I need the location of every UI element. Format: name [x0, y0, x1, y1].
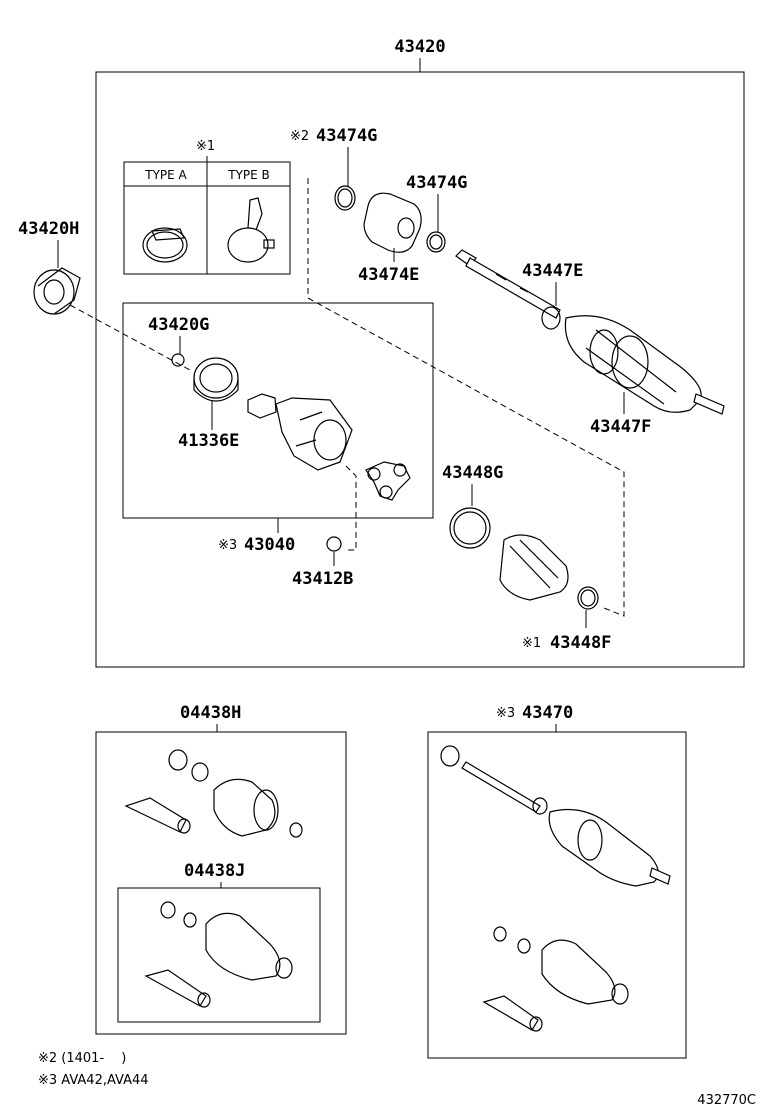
label-04438J[interactable]: 04438J — [184, 861, 245, 881]
label-43474E[interactable]: 43474E — [358, 265, 419, 285]
label-43420[interactable]: 43420 — [394, 37, 445, 57]
snap-ring-43412B — [326, 536, 342, 552]
damper-43474E — [363, 192, 422, 253]
label-43420G[interactable]: 43420G — [148, 315, 209, 335]
snap-ring-43420G — [171, 353, 185, 367]
boot-kit-04438H-group: 04438H 04438J — [95, 703, 347, 1035]
label-43448G[interactable]: 43448G — [442, 463, 503, 483]
label-43448F[interactable]: 43448F — [550, 633, 611, 653]
type-selection-box: ※1 TYPE A TYPE B — [123, 139, 291, 275]
drive-shaft — [455, 249, 725, 415]
clamp-43448G — [449, 507, 491, 549]
label-41336E[interactable]: 41336E — [178, 431, 239, 451]
diagram-code: 432770C — [697, 1093, 756, 1108]
label-43040-prefix: ※3 — [218, 538, 237, 553]
outboard-joint-housing — [247, 393, 353, 471]
label-43474G-top-prefix: ※2 — [290, 129, 309, 144]
tripod-joint — [365, 461, 411, 501]
clamp-43474G — [426, 231, 446, 253]
footnote-2: ※2 (1401- ) — [38, 1051, 126, 1066]
clamp-type-a-icon — [142, 227, 188, 263]
boot-clamp-41336E — [193, 357, 239, 402]
label-43412B[interactable]: 43412B — [292, 569, 353, 589]
label-43447E[interactable]: 43447E — [522, 261, 583, 281]
label-43448F-prefix: ※1 — [522, 636, 541, 651]
label-04438H[interactable]: 04438H — [180, 703, 241, 723]
clamp-43474G-top — [334, 185, 356, 211]
label-43470-prefix: ※3 — [496, 706, 515, 721]
type-a-label: TYPE A — [144, 168, 187, 182]
assembly-43470-parts — [440, 745, 671, 1032]
clamp-type-b-icon — [227, 197, 275, 263]
label-43474G[interactable]: 43474G — [406, 173, 467, 193]
label-43447F[interactable]: 43447F — [590, 417, 651, 437]
label-43474G-top[interactable]: 43474G — [316, 126, 377, 146]
clamp-43448F — [577, 586, 599, 610]
assembly-43470-box — [427, 731, 687, 1059]
label-43040[interactable]: 43040 — [244, 535, 295, 555]
label-43420H[interactable]: 43420H — [18, 219, 79, 239]
type-marker: ※1 — [196, 139, 215, 154]
drive-shaft-assembly-group: 43420 43420H ※1 TYPE A TYPE B — [18, 37, 745, 668]
boot-43448 — [499, 534, 569, 601]
drive-shaft-43470-group: ※3 43470 — [427, 703, 687, 1059]
footnote-3: ※3 AVA42,AVA44 — [38, 1073, 149, 1088]
kit-04438J-box — [117, 887, 321, 1023]
kit-04438H-box — [95, 731, 347, 1035]
oil-seal-43420H — [33, 267, 81, 315]
kit-h-parts — [124, 749, 303, 838]
type-b-label: TYPE B — [227, 168, 270, 182]
label-43470[interactable]: 43470 — [522, 703, 573, 723]
kit-j-parts — [144, 901, 293, 1008]
